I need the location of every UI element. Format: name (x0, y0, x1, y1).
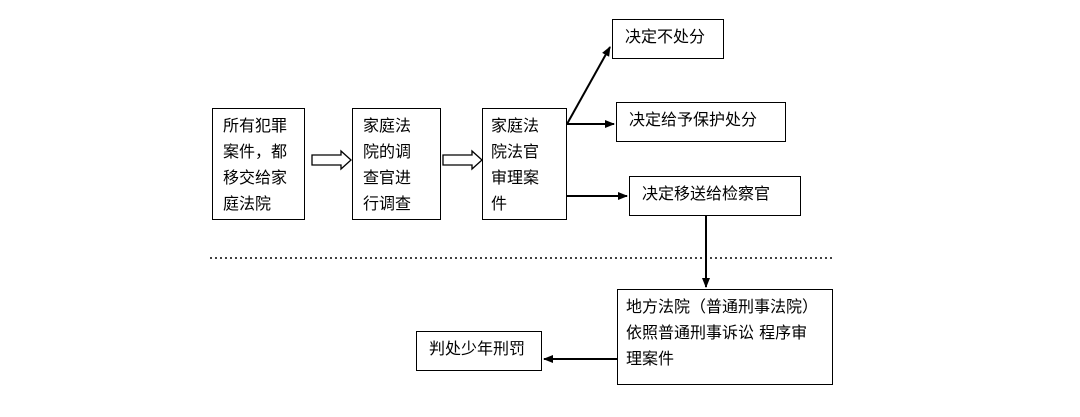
node-protective-disposition: 决定给予保护处分 (616, 102, 786, 142)
node-refer-to-prosecutor: 决定移送给检察官 (629, 176, 801, 216)
node-all-cases-transferred: 所有犯罪 案件，都 移交给家 庭法院 (212, 108, 305, 220)
node-investigation: 家庭法 院的调 查官进 行调查 (352, 108, 441, 220)
hollow-arrow-2 (442, 149, 483, 171)
arrow-to-no-disposition (566, 46, 611, 125)
node-district-court: 地方法院（普通刑事法院） 依照普通刑事诉讼 程序审 理案件 (617, 289, 833, 385)
hollow-arrow-1 (311, 149, 352, 171)
node-family-court-trial: 家庭法 院法官 审理案 件 (482, 108, 567, 220)
node-no-disposition: 决定不处分 (612, 19, 724, 59)
node-juvenile-sentence: 判处少年刑罚 (416, 331, 542, 371)
